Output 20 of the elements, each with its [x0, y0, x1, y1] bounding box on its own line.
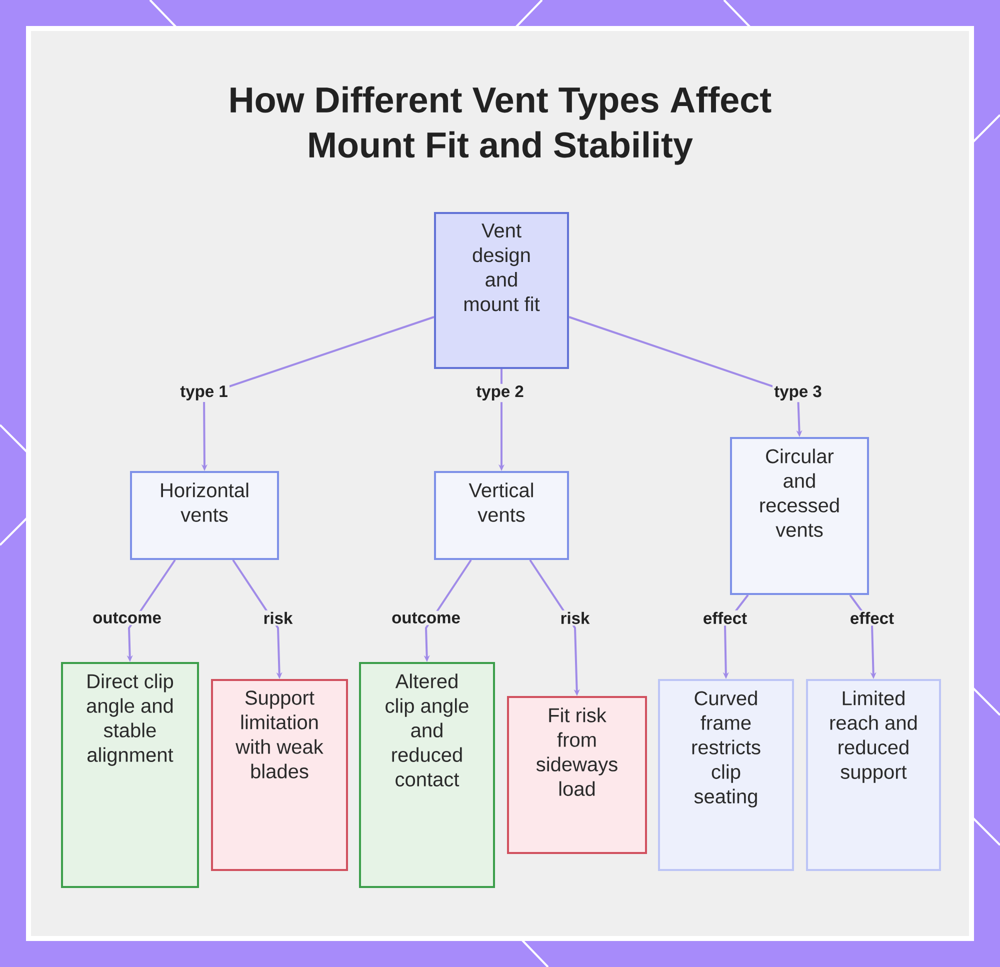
edge-label: outcome [390, 610, 462, 626]
branch-box: Vertical vents [434, 471, 569, 560]
edge-label: risk [558, 610, 592, 626]
leaf-box: Limited reach and reduced support [806, 679, 941, 871]
edge-label: type 1 [178, 384, 230, 402]
leaf-box: Altered clip angle and reduced contact [359, 662, 495, 888]
leaf-box: Support limitation with weak blades [211, 679, 348, 871]
root-box: Vent design and mount fit [434, 212, 569, 369]
edge-label: risk [262, 610, 294, 626]
edge-label: type 2 [474, 384, 526, 402]
branch-box: Horizontal vents [130, 471, 279, 560]
edge-label: effect [848, 610, 896, 626]
leaf-box: Fit risk from sideways load [507, 696, 647, 854]
title: How Different Vent Types Affect Mount Fit and Stability [230, 86, 772, 165]
branch-box: Circular and recessed vents [730, 437, 869, 595]
edge-label: effect [701, 610, 749, 626]
edge-label: outcome [90, 610, 164, 626]
leaf-box: Curved frame restricts clip seating [658, 679, 794, 871]
leaf-box: Direct clip angle and stable alignment [61, 662, 199, 888]
edge-label: type 3 [772, 384, 824, 402]
